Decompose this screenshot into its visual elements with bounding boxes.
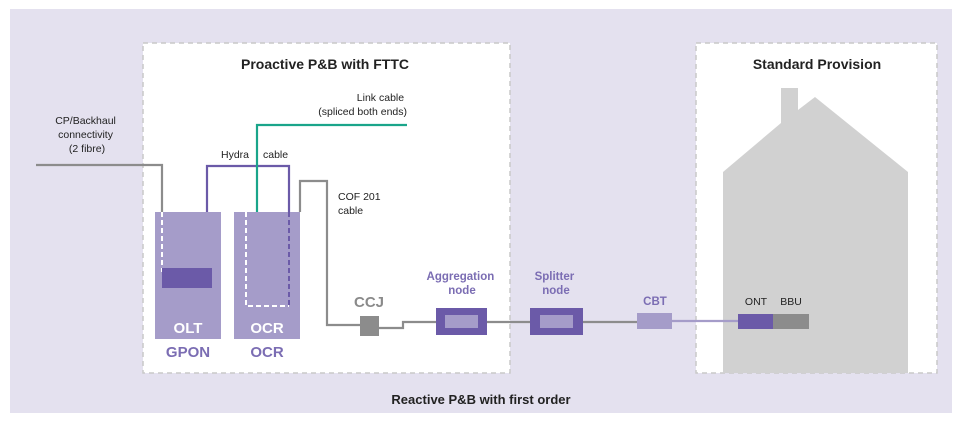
bbu-label: BBU bbox=[780, 296, 802, 308]
splitter-node-inner bbox=[540, 315, 573, 328]
gpon-label: GPON bbox=[166, 344, 210, 361]
olt-label: OLT bbox=[174, 320, 203, 337]
cbt-box bbox=[637, 313, 672, 329]
link-cable bbox=[255, 123, 407, 212]
proactive-title: Proactive P&B with FTTC bbox=[241, 56, 409, 72]
ocr-box bbox=[234, 212, 300, 339]
olt-card bbox=[162, 268, 212, 288]
bbu-box bbox=[773, 314, 809, 329]
hydra-label: Hydra bbox=[221, 149, 249, 161]
cof-cable bbox=[298, 179, 361, 327]
aggregation-node-inner bbox=[445, 315, 478, 328]
ccj-label: CCJ bbox=[354, 294, 384, 311]
ont-label: ONT bbox=[745, 296, 768, 308]
house-shape bbox=[723, 88, 908, 373]
hydra-cable bbox=[205, 164, 291, 212]
link-cable-label: Link cable (spliced both ends) bbox=[318, 92, 407, 118]
ocr-internal-fibre bbox=[245, 212, 289, 307]
hydra-cable-label: cable bbox=[263, 149, 288, 161]
ccj-to-aggregation bbox=[379, 320, 436, 330]
ont-box bbox=[738, 314, 773, 329]
cbt-label: CBT bbox=[643, 296, 667, 308]
cp-backhaul-label: CP/Backhaul connectivity (2 fibre) bbox=[55, 115, 119, 155]
ocr-title-label: OCR bbox=[250, 344, 284, 361]
cof-label: COF 201 cable bbox=[338, 191, 384, 217]
aggregation-label: Aggregation node bbox=[427, 271, 498, 297]
splitter-label: Splitter node bbox=[535, 271, 578, 297]
standard-title: Standard Provision bbox=[753, 56, 881, 72]
reactive-title: Reactive P&B with first order bbox=[391, 392, 570, 407]
ocr-label: OCR bbox=[250, 320, 284, 337]
ccj-box bbox=[360, 316, 379, 336]
